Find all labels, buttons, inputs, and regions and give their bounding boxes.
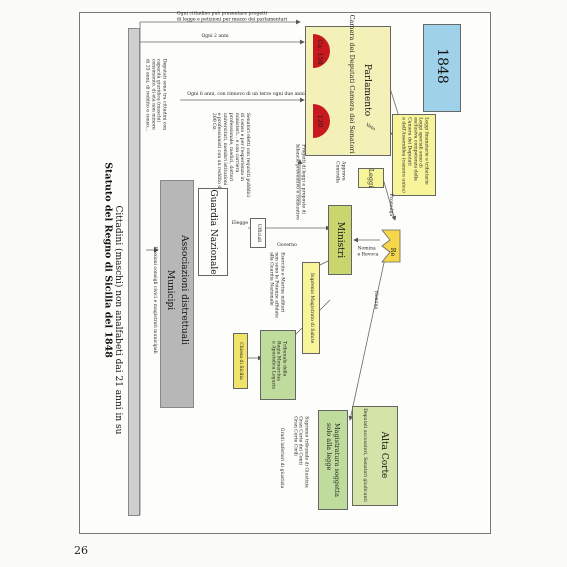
chambers-label: Camera dei Deputati Camera dei Senatori [348,14,356,154]
promulga-label: Promulga [387,193,393,217]
leggi-label: Leggi [367,168,375,188]
every-2-note: Ogni 2 anni [201,34,229,40]
leggi-box [358,168,384,188]
alta-corte-box [352,406,398,506]
chiesa-box [233,333,248,389]
deputy-requirements: Deputati sono tra cittadini con capacità… [144,58,167,132]
associations-note: Elezioni consigli civici e magistrati mu… [151,246,157,354]
supremo-box [302,262,320,354]
crown-icon [380,228,402,264]
progetti-note: Progetti di leggi e proposte di bilancio… [295,144,306,220]
governo-label: Governo [277,243,297,249]
magistratura-details: Supremo tribunale di Giustizia Gran Cort… [292,416,309,488]
tribunale-label: Tribunale della Regia Monarchia e Aposto… [270,341,287,389]
associations-label: Associazioni distrettuali [179,235,189,345]
supremo-label: Supremo Magistrato di Salute [308,272,314,344]
controllo-note: Esercito e Marina militari non sono le P… [268,252,285,318]
tribunale-box [260,330,296,400]
ministri-label: Ministri [335,221,345,259]
ufficiali-box [250,218,266,248]
every-6-note: Ogni 6 anni, con rinnovo di un terzo ogn… [187,92,305,98]
deputies-semicircle [313,34,330,68]
leggi-note-box [392,114,436,196]
nomina-label: Nomina [372,290,378,310]
petition-note: Ogni cittadino può presentare progetti d… [176,11,288,22]
guardia-box [198,188,228,276]
page-number: 26 [74,544,88,557]
eleggo-label: Elegge [231,221,249,227]
chiesa-label: Chiesa di Sicilia [237,342,243,380]
citizens-base-bar [128,28,140,516]
citizens-label: Cittadini (maschi) non analfabeti dai 21… [113,205,123,435]
alta-corte-subtitle: Deputati accusatori, Senatori giudicanti [361,408,367,502]
municipi-label: Municipi [165,269,175,311]
guardia-label: Guardia Nazionale [208,189,218,275]
alta-corte-title: Alta Corte [379,431,389,479]
magistratura-label: Magistratura soggetta solo alla legge [325,422,341,498]
magistratura-grades: Gradi inferiori di giustizia [278,427,284,489]
nomina-revoca-label: Nomina e Revoca [357,246,379,257]
approva-label: Approva Controlla [335,161,346,183]
arrow-promulga [381,174,397,221]
diagram-title: Statuto del Regno di Sicilia del 1848 [102,162,114,358]
diagram-frame [79,12,491,534]
deputies-count: Ca. 150 [316,39,324,65]
senators-count: 120 [316,114,324,128]
leggi-note: Leggi finanziarie e tributarie Leggi spe… [400,117,429,193]
ministri-box [328,205,352,275]
magistratura-box [318,410,348,510]
arrow-nomina-magistratura [348,257,386,421]
year-label: 1848 [434,48,450,84]
senator-requirements: Senatori eletti con requisiti pubblici d… [210,112,251,198]
year-box [423,24,461,112]
re-label: Re [389,247,397,257]
senators-semicircle [313,104,330,138]
ufficiali-label: Ufficiali [255,223,261,243]
parliament-label: Parlamento [362,63,372,117]
associations-bar [160,180,194,408]
